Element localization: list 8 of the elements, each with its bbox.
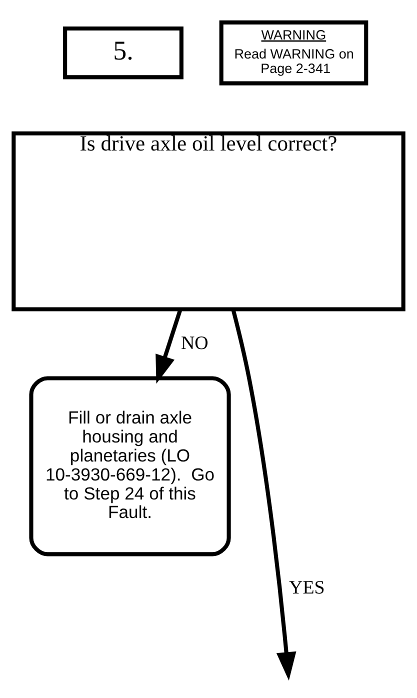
arrow <box>156 308 182 384</box>
arrow <box>231 308 296 681</box>
node-box: Fill or drain axle housing and planetaries (LO 10-3930-669-12). Go to Step 24 of this Fault. <box>29 376 231 556</box>
edge-label: NO <box>180 332 208 354</box>
node-box: WARNING Read WARNING on Page 2-341 <box>219 20 368 86</box>
node-box: Is drive axle oil level correct? <box>12 131 406 312</box>
node-box: 5. <box>63 26 184 80</box>
edge-label: YES <box>289 578 325 599</box>
